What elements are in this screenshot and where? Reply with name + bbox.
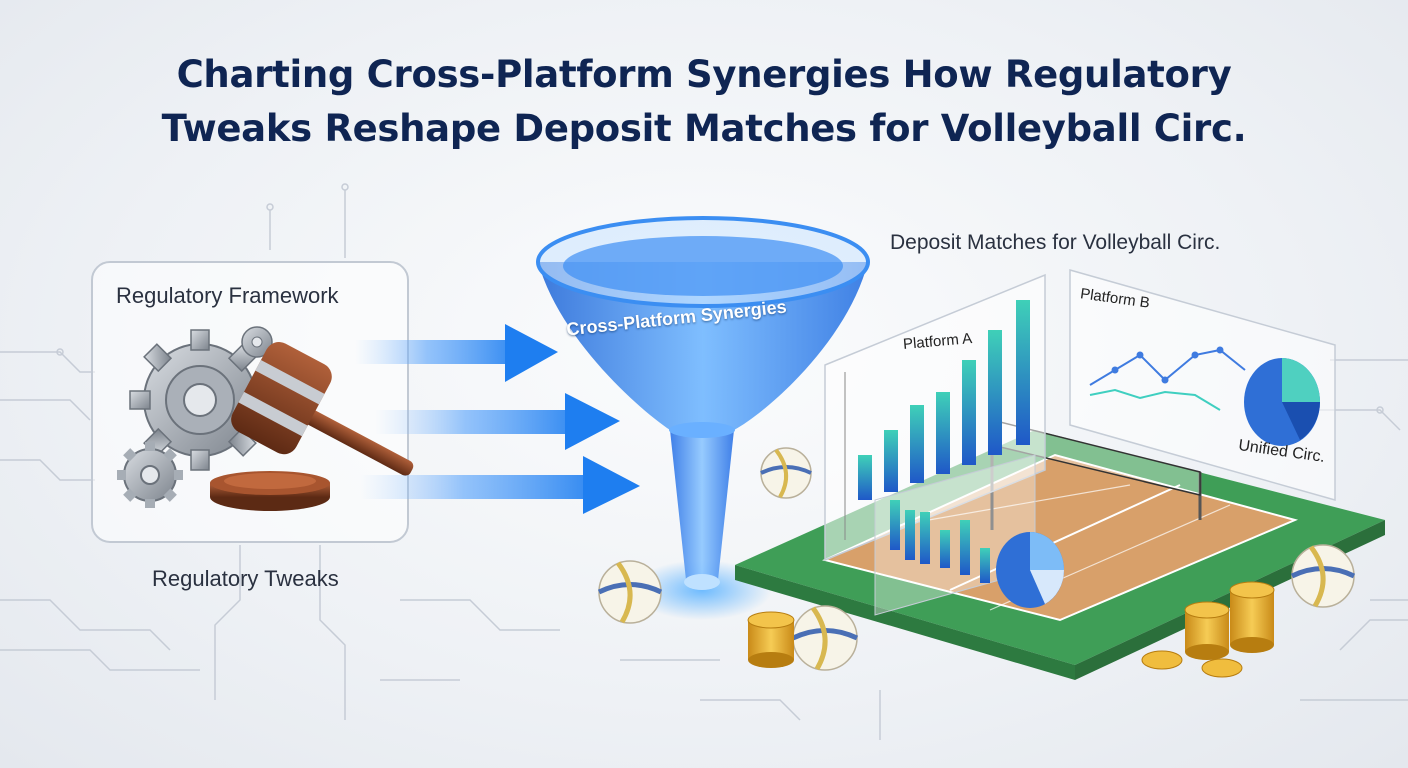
title-line-2: Tweaks Reshape Deposit Matches for Volle… xyxy=(161,107,1247,150)
gavel-icon xyxy=(210,342,414,511)
gear-icon xyxy=(117,442,183,508)
regulatory-tweaks-label: Regulatory Tweaks xyxy=(152,566,339,591)
volleyball-icon xyxy=(597,560,663,624)
gear-icon xyxy=(241,326,273,358)
page-title: Charting Cross-Platform Synergies How Re… xyxy=(0,48,1408,156)
coin-stack-icon xyxy=(1141,581,1275,678)
regulatory-framework-label: Regulatory Framework xyxy=(116,283,339,308)
arrow-icon xyxy=(375,393,620,450)
arrow-icon xyxy=(355,324,558,382)
bar-chart-icon xyxy=(824,273,1046,562)
pie-chart-icon xyxy=(1244,358,1320,446)
volleyball-icon xyxy=(791,605,859,671)
title-line-1: Charting Cross-Platform Synergies How Re… xyxy=(176,53,1232,96)
volleyball-icon xyxy=(760,447,812,499)
deposit-matches-label: Deposit Matches for Volleyball Circ. xyxy=(890,231,1221,254)
pie-chart-icon xyxy=(996,532,1064,608)
coin-stack-icon xyxy=(747,611,795,668)
circuit-lines xyxy=(0,183,1408,740)
funnel-icon xyxy=(536,216,870,620)
volleyball-icon xyxy=(1290,544,1356,608)
arrow-icon xyxy=(360,456,640,514)
